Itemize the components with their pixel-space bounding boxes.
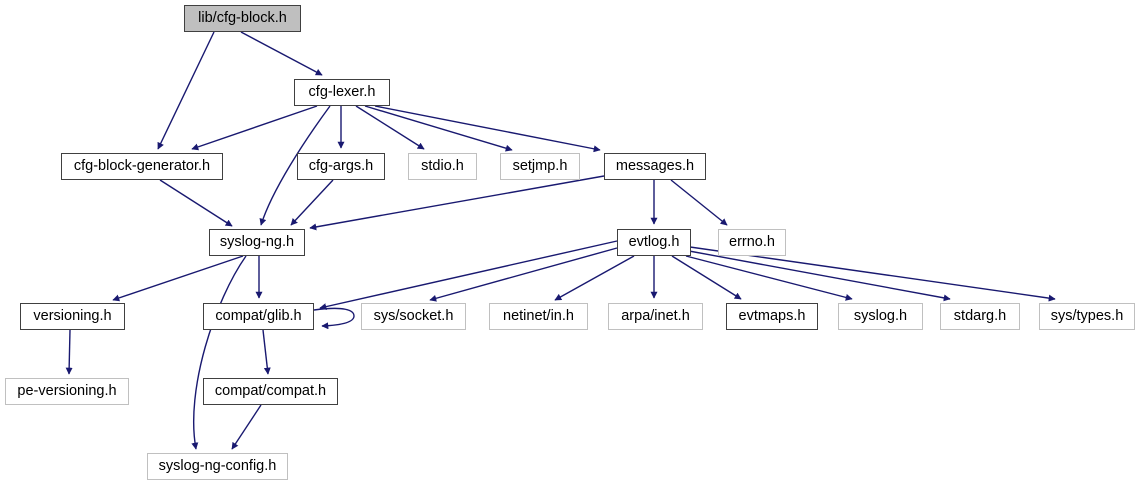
node-label-compat-compat: compat/compat.h: [214, 383, 327, 400]
node-label-cfg-block: lib/cfg-block.h: [198, 10, 287, 27]
node-label-syslog-ng: syslog-ng.h: [219, 234, 295, 251]
edge-cfg-block-to-cfg-lexer: [240, 31, 323, 76]
edge-cfg-args-to-syslog-ng: [290, 179, 334, 226]
node-cfg-lexer[interactable]: cfg-lexer.h: [294, 79, 390, 106]
node-label-evtmaps: evtmaps.h: [738, 308, 806, 325]
edge-compat-glib-to-compat-compat: [262, 329, 271, 375]
node-label-syslog: syslog.h: [853, 308, 908, 325]
node-label-cfg-lexer: cfg-lexer.h: [308, 84, 376, 101]
node-setjmp[interactable]: setjmp.h: [500, 153, 580, 180]
node-syslog[interactable]: syslog.h: [838, 303, 923, 330]
node-label-cfg-block-generator: cfg-block-generator.h: [73, 158, 211, 175]
node-arpa-inet[interactable]: arpa/inet.h: [608, 303, 703, 330]
edge-syslog-ng-to-versioning: [112, 255, 244, 302]
node-label-arpa-inet: arpa/inet.h: [621, 308, 690, 325]
node-cfg-args[interactable]: cfg-args.h: [297, 153, 385, 180]
node-cfg-block-generator[interactable]: cfg-block-generator.h: [61, 153, 223, 180]
node-label-versioning: versioning.h: [33, 308, 112, 325]
node-errno[interactable]: errno.h: [718, 229, 786, 256]
edge-messages-to-syslog-ng: [309, 175, 605, 231]
node-label-stdarg: stdarg.h: [953, 308, 1007, 325]
node-evtlog[interactable]: evtlog.h: [617, 229, 691, 256]
node-pe-versioning[interactable]: pe-versioning.h: [5, 378, 129, 405]
node-label-evtlog: evtlog.h: [628, 234, 680, 251]
edge-cfg-lexer-to-cfg-block-generator: [191, 105, 318, 151]
node-syslog-ng-config[interactable]: syslog-ng-config.h: [147, 453, 288, 480]
node-syslog-ng[interactable]: syslog-ng.h: [209, 229, 305, 256]
edge-evtlog-to-netinet-in: [554, 255, 635, 301]
edge-syslog-ng-to-syslog-ng-config: [191, 255, 247, 450]
node-stdio[interactable]: stdio.h: [408, 153, 477, 180]
edge-messages-to-errno: [670, 179, 728, 226]
node-label-netinet-in: netinet/in.h: [503, 308, 574, 325]
edge-cfg-lexer-to-syslog-ng: [259, 105, 331, 226]
edge-compat-glib-to-compat-glib: [313, 307, 355, 330]
edge-evtlog-to-evtmaps: [671, 255, 742, 300]
node-label-setjmp: setjmp.h: [512, 158, 568, 175]
node-label-compat-glib: compat/glib.h: [215, 308, 302, 325]
edge-evtlog-to-syslog: [685, 255, 853, 301]
edge-cfg-lexer-to-stdio: [355, 105, 425, 150]
node-label-stdio: stdio.h: [421, 158, 464, 175]
node-netinet-in[interactable]: netinet/in.h: [489, 303, 588, 330]
node-label-messages: messages.h: [615, 158, 695, 175]
edge-cfg-block-generator-to-syslog-ng: [159, 179, 233, 227]
edge-evtlog-to-compat-glib: [319, 240, 618, 311]
node-label-cfg-args: cfg-args.h: [308, 158, 374, 175]
node-evtmaps[interactable]: evtmaps.h: [726, 303, 818, 330]
edge-cfg-block-to-cfg-block-generator: [157, 31, 215, 150]
node-label-pe-versioning: pe-versioning.h: [17, 383, 117, 400]
edge-cfg-lexer-to-setjmp: [364, 105, 513, 152]
node-label-sys-types: sys/types.h: [1050, 308, 1124, 325]
edge-cfg-lexer-to-messages: [374, 105, 601, 153]
node-messages[interactable]: messages.h: [604, 153, 706, 180]
node-label-errno: errno.h: [729, 234, 775, 251]
node-sys-types[interactable]: sys/types.h: [1039, 303, 1135, 330]
node-stdarg[interactable]: stdarg.h: [940, 303, 1020, 330]
edge-paths: [65, 31, 1056, 450]
edge-compat-compat-to-syslog-ng-config: [231, 404, 262, 450]
edge-versioning-to-pe-versioning: [65, 329, 73, 375]
node-compat-glib[interactable]: compat/glib.h: [203, 303, 314, 330]
node-versioning[interactable]: versioning.h: [20, 303, 125, 330]
node-label-sys-socket: sys/socket.h: [373, 308, 454, 325]
node-cfg-block[interactable]: lib/cfg-block.h: [184, 5, 301, 32]
edge-evtlog-to-sys-socket: [429, 247, 618, 302]
node-compat-compat[interactable]: compat/compat.h: [203, 378, 338, 405]
node-label-syslog-ng-config: syslog-ng-config.h: [158, 458, 277, 475]
edge-evtlog-to-stdarg: [688, 250, 951, 302]
node-sys-socket[interactable]: sys/socket.h: [361, 303, 466, 330]
